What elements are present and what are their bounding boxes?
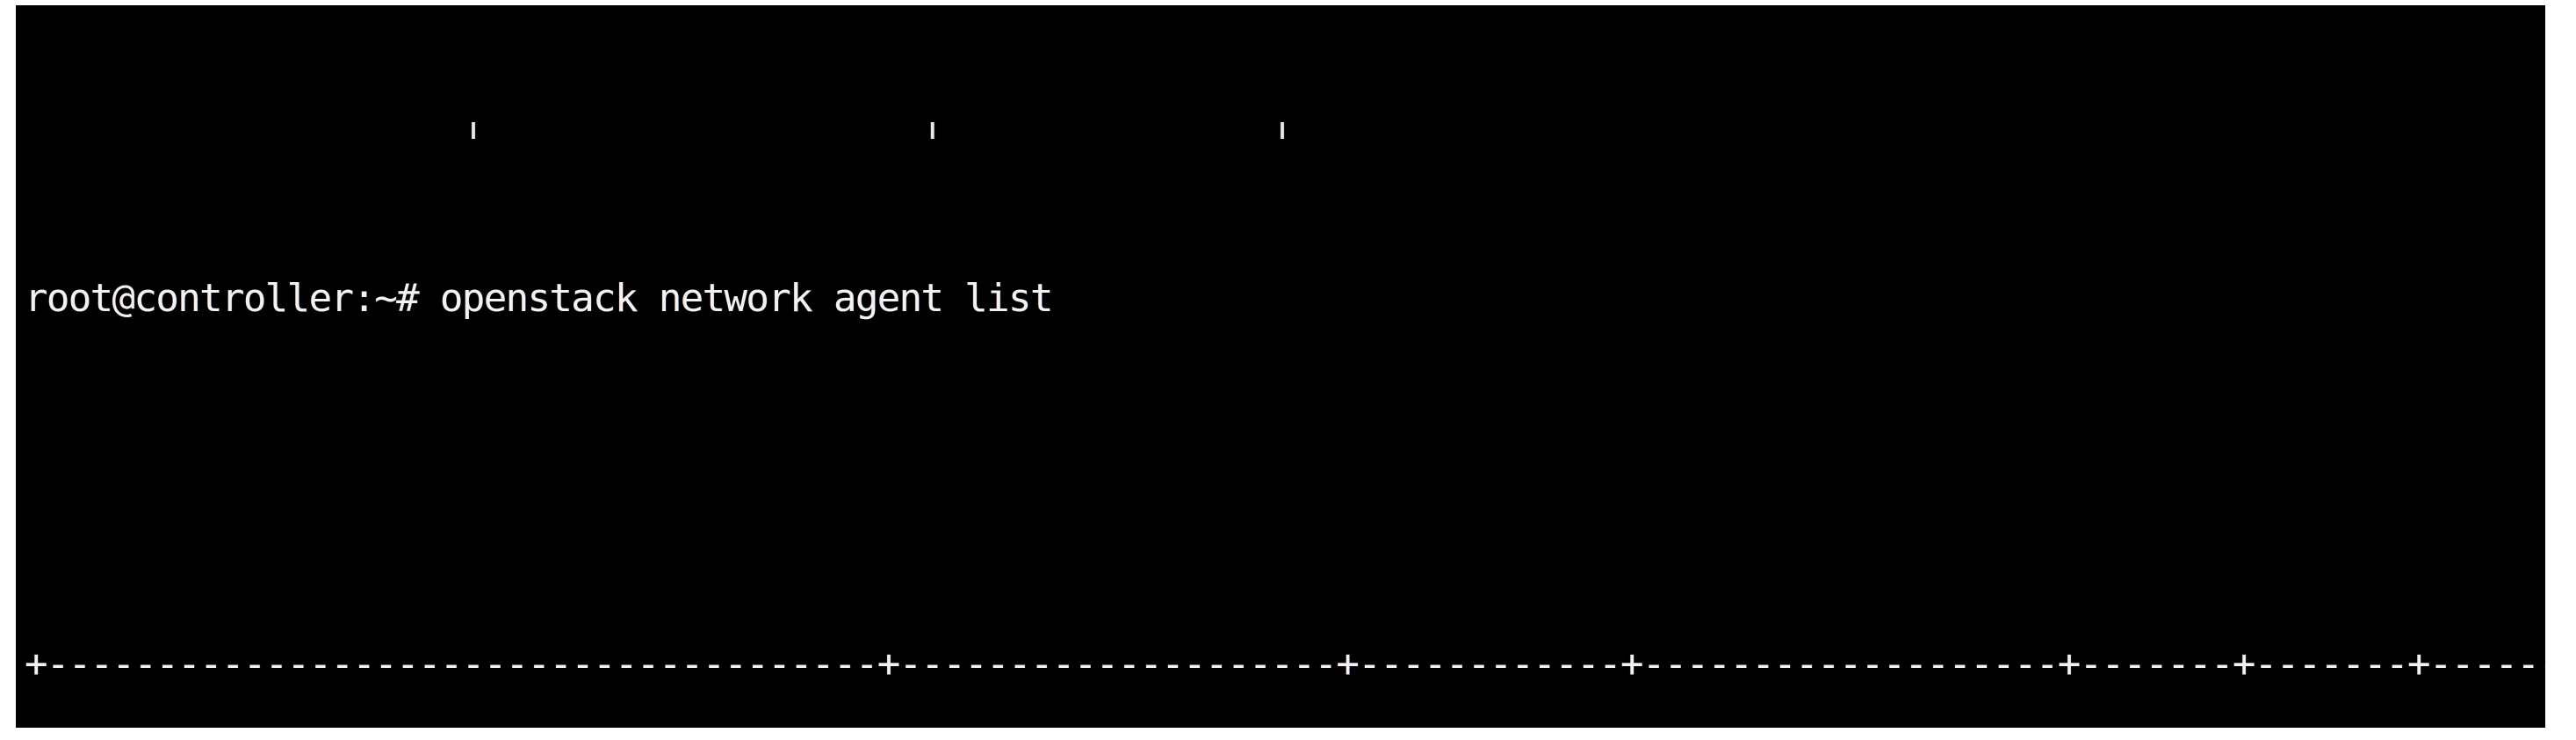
table-border-top: +--------------------------------------+… xyxy=(25,642,2545,686)
blank-line-1 xyxy=(25,459,2545,504)
terminal-output-buffer: | | | root@controller:~# openstack netwo… xyxy=(25,5,2545,728)
terminal-window[interactable]: | | | root@controller:~# openstack netwo… xyxy=(16,5,2545,728)
clipped-scrollback-line: | | | xyxy=(25,116,1294,139)
command-line: root@controller:~# openstack network age… xyxy=(25,276,1053,321)
